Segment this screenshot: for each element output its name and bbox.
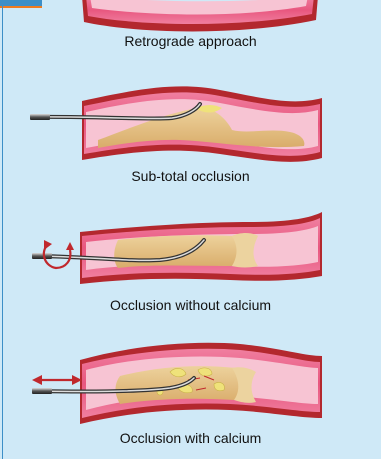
caption-with-calcium: Occlusion with calcium	[0, 430, 381, 446]
vessel-retrograde	[82, 0, 318, 32]
vessel-subtotal	[30, 86, 322, 161]
caption-subtotal: Sub-total occlusion	[0, 168, 381, 184]
vessel-with-calcium	[32, 343, 322, 424]
vessel-without-calcium	[32, 212, 322, 284]
caption-without-calcium: Occlusion without calcium	[0, 297, 381, 313]
caption-retrograde: Retrograde approach	[0, 33, 381, 49]
